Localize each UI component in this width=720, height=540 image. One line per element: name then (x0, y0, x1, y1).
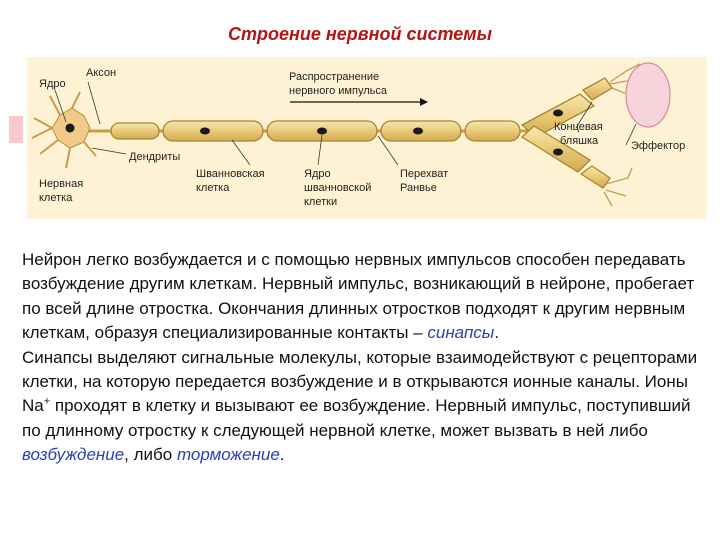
svg-text:клетки: клетки (304, 196, 337, 208)
label-dendrites: Дендриты (129, 151, 180, 163)
term-inhibition: торможение (176, 445, 280, 465)
leader-lines (54, 81, 637, 166)
label-nerve-cell: Нервная (39, 178, 83, 190)
svg-text:нервного импульса: нервного импульса (289, 85, 388, 97)
nerve-cell (31, 91, 97, 169)
propagation-arrow-head (420, 98, 428, 106)
schwann-cell-segment (464, 120, 521, 142)
label-nucleus: Ядро (39, 78, 66, 90)
neuron-diagram: Ядро Аксон Распространение нервного импу… (31, 62, 685, 208)
svg-text:клетка: клетка (196, 182, 230, 194)
svg-text:бляшка: бляшка (560, 135, 599, 147)
effector-cell (625, 62, 671, 128)
svg-text:шванновской: шванновской (304, 182, 371, 194)
body-text: Нейрон легко возбуждается и с помощью не… (22, 248, 702, 468)
branch-lower-2 (579, 165, 611, 189)
term-synapses: синапсы (427, 323, 495, 343)
label-node-ranvier: Перехват (400, 168, 448, 180)
branch-upper-2 (581, 77, 613, 101)
paragraph-synapses: Синапсы выделяют сигнальные молекулы, ко… (22, 347, 698, 465)
page-title: Строение нервной системы (228, 24, 492, 44)
label-end-plate: Концевая (554, 121, 603, 133)
label-axon: Аксон (86, 67, 116, 79)
schwann-nuclei (200, 109, 563, 156)
schwann-cell-segment (110, 122, 160, 140)
svg-text:клетка: клетка (39, 192, 73, 204)
label-schwann-cell: Шванновская (196, 168, 265, 180)
label-schwann-nucleus: Ядро (304, 168, 331, 180)
superscript-plus: + (43, 395, 51, 408)
term-excitation: возбуждение (22, 445, 125, 465)
schwann-cell-segment (162, 120, 264, 142)
decorative-mark (9, 116, 23, 143)
label-effector: Эффектор (631, 140, 685, 152)
nucleus (65, 123, 75, 133)
label-propagation: Распространение (289, 71, 379, 83)
svg-text:Ранвье: Ранвье (400, 182, 437, 194)
paragraph-neuron: Нейрон легко возбуждается и с помощью не… (22, 250, 695, 343)
